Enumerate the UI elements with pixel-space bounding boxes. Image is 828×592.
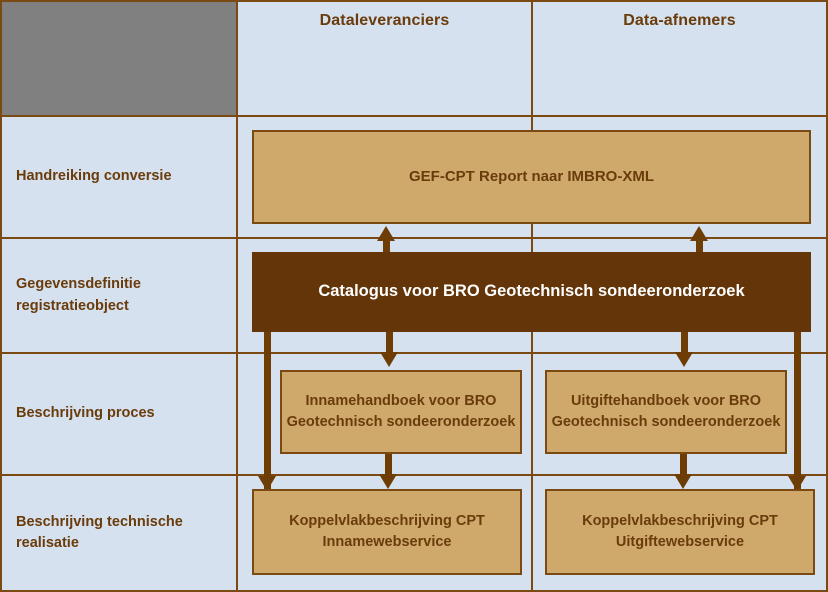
row-label-text: Beschrijving proces <box>16 405 155 422</box>
grid-hline-row3 <box>0 352 828 354</box>
row-label-handreiking-conversie: Handreiking conversie <box>0 117 236 237</box>
grid-hline-row1 <box>0 115 828 117</box>
box-innamehandboek[interactable]: Innamehandboek voor BRO Geotechnisch son… <box>280 370 522 454</box>
grid-vline-right <box>826 0 828 592</box>
box-label: GEF-CPT Report naar IMBRO-XML <box>408 168 654 186</box>
arrowhead-catalogus-to-uitgiftehandboek <box>675 352 693 367</box>
connector-catalogus-to-uitgiftehandboek <box>681 330 688 356</box>
grid-hline-row4 <box>0 474 828 476</box>
connector-catalogus-to-koppelvlak-uitgifte <box>794 330 801 490</box>
box-label: Koppelvlakbeschrijving CPT Uitgiftewebse… <box>582 513 778 550</box>
grid-hline-row2 <box>0 237 828 239</box>
connector-catalogus-to-innamehandboek <box>386 330 393 356</box>
box-label: Innamehandboek voor BRO Geotechnisch son… <box>286 393 516 430</box>
row-label-text: Beschrijving technische realisatie <box>16 513 183 551</box>
arrowhead-catalogus-to-koppelvlak-inname <box>258 476 276 491</box>
box-label: Uitgiftehandboek voor BRO Geotechnisch s… <box>551 393 781 430</box>
box-koppelvlak-innamewebservice[interactable]: Koppelvlakbeschrijving CPT Innamewebserv… <box>252 489 522 575</box>
grid-vline-col1 <box>236 0 238 592</box>
connector-catalogus-to-gef-left <box>383 238 390 260</box>
grid-hline-bottom <box>0 590 828 592</box>
box-uitgiftehandboek[interactable]: Uitgiftehandboek voor BRO Geotechnisch s… <box>545 370 787 454</box>
arrowhead-catalogus-to-gef-right <box>690 226 708 241</box>
arrowhead-catalogus-to-koppelvlak-uitgifte <box>788 476 806 491</box>
arrowhead-innamehandboek-to-koppelvlak <box>379 474 397 489</box>
row-label-beschrijving-proces: Beschrijving proces <box>0 354 236 474</box>
column-header-data-afnemers: Data-afnemers <box>533 0 826 117</box>
connector-uitgiftehandboek-to-koppelvlak <box>680 452 687 476</box>
column-header-label: Data-afnemers <box>623 12 736 29</box>
box-koppelvlak-uitgiftewebservice[interactable]: Koppelvlakbeschrijving CPT Uitgiftewebse… <box>545 489 815 575</box>
arrowhead-catalogus-to-gef-left <box>377 226 395 241</box>
row-label-text: Handreiking conversie <box>16 168 172 185</box>
column-header-dataleveranciers: Dataleveranciers <box>238 0 531 117</box>
row-label-beschrijving-technische-realisatie: Beschrijving technische realisatie <box>0 476 236 590</box>
row-label-gegevensdefinitie: Gegevensdefinitie registratieobject <box>0 239 236 352</box>
column-header-label: Dataleveranciers <box>319 12 450 29</box>
box-catalogus[interactable]: Catalogus voor BRO Geotechnisch sondeero… <box>252 252 811 332</box>
grid-hline-top <box>0 0 828 2</box>
box-label: Koppelvlakbeschrijving CPT Innamewebserv… <box>289 513 485 550</box>
grid-vline-left <box>0 0 2 592</box>
box-label: Catalogus voor BRO Geotechnisch sondeero… <box>318 282 745 301</box>
connector-innamehandboek-to-koppelvlak <box>385 452 392 476</box>
arrowhead-catalogus-to-innamehandboek <box>380 352 398 367</box>
connector-catalogus-to-gef-right <box>696 238 703 260</box>
box-gef-cpt-report[interactable]: GEF-CPT Report naar IMBRO-XML <box>252 130 811 224</box>
row-label-text: Gegevensdefinitie registratieobject <box>16 276 141 314</box>
connector-catalogus-to-koppelvlak-inname <box>264 330 271 490</box>
arrowhead-uitgiftehandboek-to-koppelvlak <box>674 474 692 489</box>
header-corner-block <box>0 0 236 117</box>
